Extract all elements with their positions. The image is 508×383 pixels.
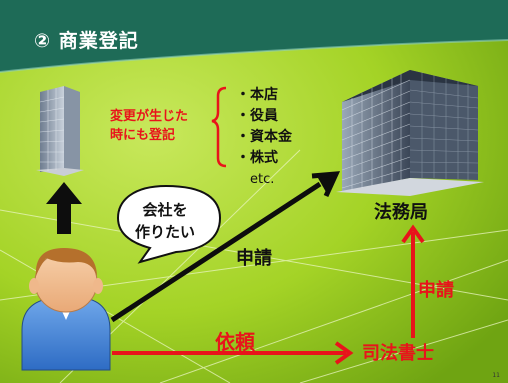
speech-bubble	[116, 184, 222, 264]
registration-items: ・本店 ・役員 ・資本金 ・株式 etc.	[236, 85, 292, 190]
apply-arrow-red	[401, 224, 425, 338]
change-note: 変更が生じた 時にも登記	[110, 107, 220, 145]
list-item: ・株式	[236, 150, 278, 166]
list-item: ・役員	[236, 108, 278, 124]
list-item: ・本店	[236, 87, 278, 103]
small-building-icon	[36, 86, 84, 176]
apply-arrow-black	[110, 171, 341, 323]
list-item: ・資本金	[236, 129, 292, 145]
list-item-etc: etc.	[250, 172, 275, 187]
change-note-line: 時にも登記	[110, 128, 176, 143]
apply-label-right: 申請	[418, 280, 454, 301]
apply-label-center: 申請	[236, 248, 272, 269]
judicial-scrivener-label: 司法書士	[362, 343, 434, 364]
request-arrow-red	[112, 341, 354, 365]
up-arrow-icon	[46, 182, 82, 234]
bracket	[211, 86, 227, 168]
person-icon	[21, 248, 111, 371]
request-label: 依頼	[215, 330, 255, 354]
change-note-line: 変更が生じた	[110, 109, 189, 124]
speech-line: 作りたい	[134, 223, 195, 241]
page-number: 11	[492, 372, 500, 379]
speech-line: 会社を	[142, 201, 188, 219]
legal-bureau-label: 法務局	[374, 202, 428, 223]
speech-bubble-text: 会社を 作りたい	[127, 199, 203, 243]
slide-title: ② 商業登記	[34, 30, 139, 52]
large-building-icon	[336, 70, 484, 196]
